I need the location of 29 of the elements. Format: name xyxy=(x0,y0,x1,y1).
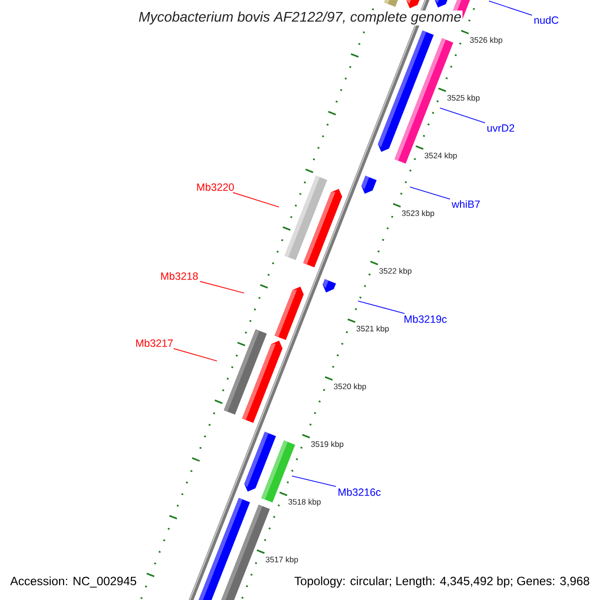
title: Mycobacterium bovis AF2122/97, complete genome xyxy=(138,10,462,26)
tick-label: 3517 kbp xyxy=(266,556,298,564)
gene-label: Mb3218 xyxy=(161,272,198,280)
leader-line xyxy=(358,300,405,314)
tick-label: 3522 kbp xyxy=(379,268,412,276)
tick-label: 3525 kbp xyxy=(447,94,480,102)
leader-line xyxy=(410,186,450,200)
accession-text: Accession: NC_002945 xyxy=(9,575,138,589)
gene-label: Mb3219c xyxy=(404,315,447,323)
leader-line xyxy=(292,476,336,487)
tick-label: 3520 kbp xyxy=(334,383,366,391)
tick-label: 3521 kbp xyxy=(356,326,389,334)
leader-line xyxy=(173,348,218,362)
gene-label: nudC xyxy=(534,16,558,24)
tick-label: 3523 kbp xyxy=(402,210,434,218)
leader-line xyxy=(232,192,280,208)
tick-label: 3519 kbp xyxy=(311,441,344,449)
gene-label: uvrD2 xyxy=(487,124,514,132)
genome-info-text: Topology: circular; Length: 4,345,492 bp; Genes: 3,968 xyxy=(293,575,591,589)
tick-label: 3526 kbp xyxy=(470,36,502,44)
leader-line xyxy=(200,281,244,294)
gene-label: Mb3217 xyxy=(136,339,173,347)
leader-line xyxy=(440,108,486,124)
leader-line xyxy=(488,0,532,16)
tick-label: 3524 kbp xyxy=(424,152,457,160)
gene-label: whiB7 xyxy=(452,200,480,208)
gene-label: Mb3220 xyxy=(197,183,234,191)
gene-label: Mb3216c xyxy=(338,488,381,496)
tick-label: 3518 kbp xyxy=(288,498,321,506)
